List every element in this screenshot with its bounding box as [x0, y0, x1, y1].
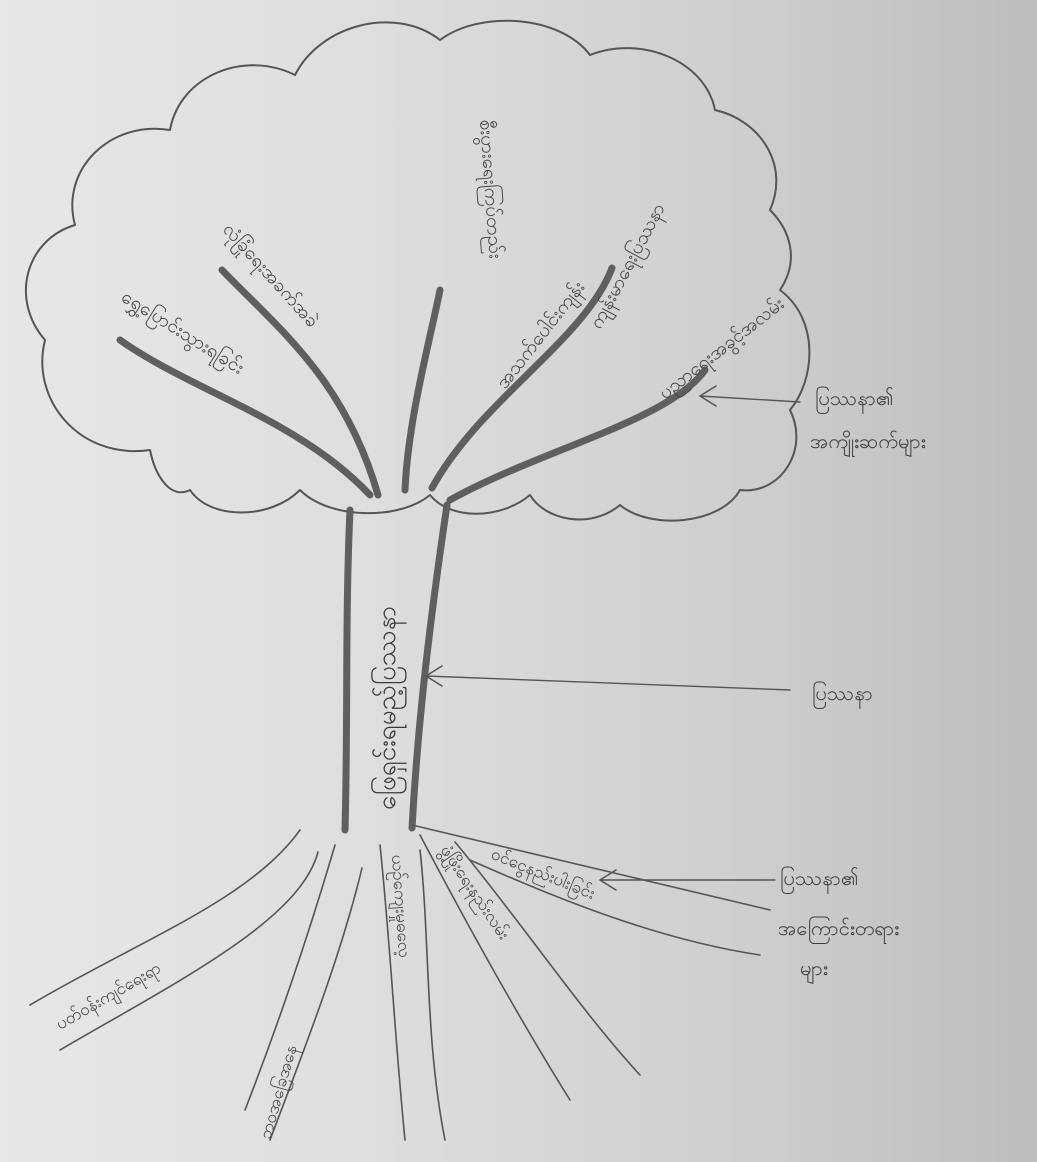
branch-label: ကျန်းမာရေးပြဿနာ: [583, 199, 673, 335]
callout-effects-line1: ပြဿနာ၏: [815, 386, 894, 414]
root-label: ပတ်ဝန်းကျင်ရေးရာ: [53, 958, 166, 1037]
canopy-outline: [26, 21, 809, 521]
callout-problem-line1: ပြဿနာ: [812, 681, 873, 709]
arrow-causes: [600, 870, 775, 890]
branch-line-4: [432, 268, 612, 488]
branch-label: အသက်ပေါင်းကျန်း: [491, 276, 593, 395]
trunk-label: ဖြေရှင်းရမည့်ပြဿနာ: [369, 606, 407, 810]
branch-label: စီးပွားရေးကြပ်တည်း: [471, 119, 509, 260]
branch-label: ပညာရေးအခွင့်အလမ်း: [654, 292, 791, 407]
callout-causes-line1: ပြဿနာ၏: [780, 866, 859, 894]
arrow-effects: [700, 386, 800, 406]
callout-effects-line2: အကျိုးဆက်များ: [810, 429, 926, 457]
branch-label: ရွှေ့ပြောင်းသွားရခြင်း: [115, 284, 249, 382]
branch-line-3: [405, 290, 440, 490]
root-line-2: [245, 845, 362, 1140]
callout-causes-line3: များ: [800, 956, 828, 984]
callout-causes-line2: အကြောင်းတရား: [778, 916, 899, 944]
arrow-problem: [426, 666, 790, 690]
root-label: ဘဝအခြေအနေ: [254, 1042, 305, 1142]
